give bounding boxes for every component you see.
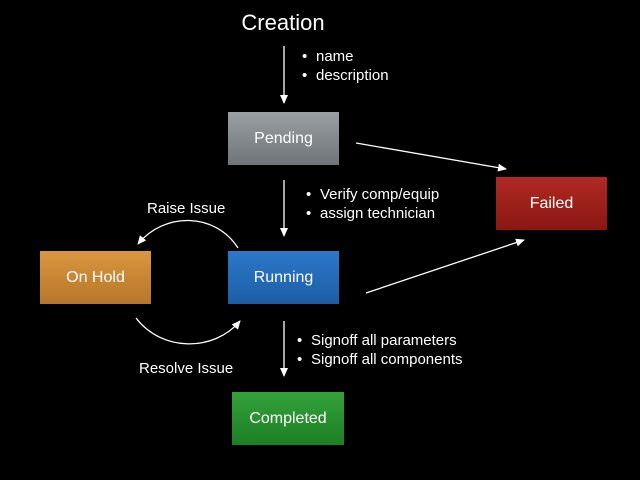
state-running: Running xyxy=(228,251,339,304)
resolve-issue-label: Resolve Issue xyxy=(139,360,234,377)
state-completed: Completed xyxy=(232,392,344,445)
state-failed: Failed xyxy=(496,177,607,230)
list-item: Verify comp/equip xyxy=(306,185,439,204)
list-item: assign technician xyxy=(306,204,439,223)
state-pending: Pending xyxy=(228,112,339,165)
list-item: description xyxy=(302,66,389,85)
running-to-completed-steps: Signoff all parameters Signoff all compo… xyxy=(297,331,463,369)
raise-issue-label: Raise Issue xyxy=(147,200,226,217)
list-item: Signoff all parameters xyxy=(297,331,463,350)
creation-fields-list: name description xyxy=(302,47,389,85)
pending-to-running-steps: Verify comp/equip assign technician xyxy=(306,185,439,223)
diagram-title: Creation xyxy=(241,10,325,35)
arrow-running-to-failed xyxy=(365,238,525,294)
arrow-raise-issue xyxy=(137,219,239,249)
arrow-pending-to-failed xyxy=(355,142,507,172)
list-item: Signoff all components xyxy=(297,350,463,369)
state-on-hold: On Hold xyxy=(40,251,151,304)
list-item: name xyxy=(302,47,389,66)
arrow-resolve-issue xyxy=(135,317,241,345)
